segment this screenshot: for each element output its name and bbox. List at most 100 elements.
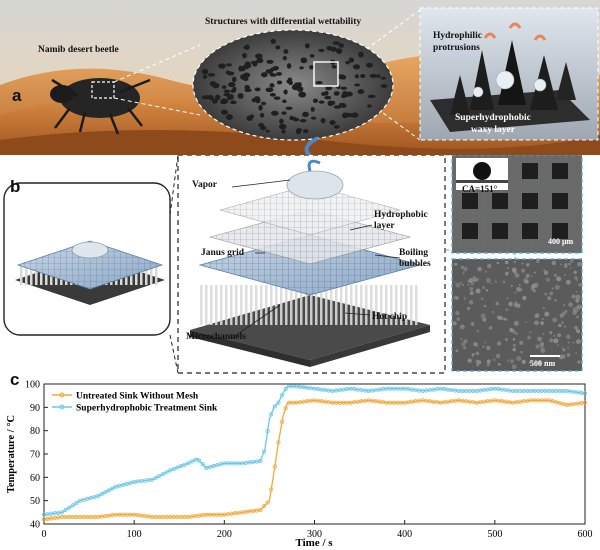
scale-bar-bottom: 500 nm [530, 359, 556, 368]
series-point-1 [124, 481, 130, 486]
series-point-1 [272, 404, 277, 409]
x-tick-label: 500 [487, 529, 502, 540]
series-point-1 [88, 495, 93, 500]
series-point-1 [193, 457, 198, 462]
series-point-0 [554, 400, 559, 405]
series-point-1 [204, 465, 209, 471]
x-tick-label: 200 [217, 529, 232, 540]
series-point-1 [81, 497, 86, 502]
hot-chip-label: Hot chip [372, 312, 408, 322]
series-point-1 [128, 480, 133, 486]
hydrophobic-layer-label: Hydrophobic layer [374, 210, 428, 231]
panel-a: a Structures with differential wettabili… [0, 0, 600, 160]
hydrophilic-label: Hydrophilic protrusions [433, 31, 482, 53]
x-tick-label: 0 [42, 529, 47, 540]
x-axis-label: Time / s [295, 537, 333, 549]
beetle-label: Namib desert beetle [38, 45, 119, 55]
series-point-0 [283, 406, 288, 411]
series-point-0 [265, 500, 270, 505]
x-tick-label: 100 [127, 529, 142, 540]
series-point-1 [215, 463, 220, 468]
series-point-1 [200, 462, 205, 467]
series-point-1 [121, 482, 126, 487]
series-point-1 [279, 393, 285, 398]
series-point-0 [561, 401, 566, 407]
heat-sink-diagram [3, 154, 583, 374]
series-point-1 [99, 492, 104, 497]
panel-b-letter: b [10, 177, 21, 196]
panel-a-letter: a [12, 86, 22, 105]
y-tick-label: 40 [30, 520, 40, 531]
series-point-1 [117, 483, 122, 488]
sem-ellipse [192, 29, 394, 141]
structures-title: Structures with differential wettability [205, 17, 362, 27]
series-line-0 [43, 399, 586, 520]
series-point-1 [189, 459, 194, 464]
series-point-0 [550, 399, 555, 404]
sem-bottom-image [451, 258, 583, 372]
beetle-illustration [50, 78, 151, 135]
series-point-1 [269, 412, 274, 417]
series-point-1 [153, 475, 158, 480]
series-point-0 [557, 401, 562, 406]
x-tick-label: 400 [397, 529, 412, 540]
series-point-1 [178, 464, 184, 469]
janus-grid-label: Janus grid [201, 248, 245, 258]
y-tick-label: 80 [30, 426, 40, 437]
series-point-0 [546, 398, 552, 403]
series-point-1 [171, 466, 176, 472]
x-tick-label: 300 [307, 529, 322, 540]
series-point-1 [110, 486, 115, 491]
series-point-1 [77, 498, 83, 503]
series-point-1 [218, 462, 223, 467]
series-point-1 [186, 461, 191, 466]
series-point-1 [59, 510, 65, 515]
vapor-arrow-icon [307, 159, 321, 172]
series-point-1 [182, 462, 187, 467]
series-point-1 [96, 493, 101, 499]
series-point-1 [164, 470, 169, 475]
series-point-0 [272, 464, 277, 469]
series-point-1 [207, 464, 213, 470]
panel-c-letter: c [10, 370, 20, 389]
series-point-1 [92, 494, 97, 500]
cone-inset [419, 7, 599, 141]
series-point-0 [276, 440, 281, 445]
series-point-1 [582, 391, 588, 396]
series-point-0 [582, 400, 588, 405]
scale-bar-top: 400 μm [548, 237, 574, 246]
legend-label-1: Superhydrophobic Treatment Sink [76, 404, 218, 414]
series-point-1 [157, 473, 162, 479]
legend-label-0: Untreated Sink Without Mesh [76, 392, 199, 402]
series-point-0 [258, 507, 263, 513]
series-point-1 [196, 458, 202, 463]
series-point-0 [269, 487, 274, 492]
series-point-0 [261, 504, 267, 509]
series-point-1 [258, 458, 263, 464]
series-point-1 [150, 477, 155, 482]
y-tick-label: 70 [30, 450, 40, 461]
series-point-1 [63, 507, 68, 513]
microchannels-label: Microchannels [186, 332, 246, 342]
series-point-1 [114, 484, 119, 489]
panel-b: b Vapor Hydrophobic layer Janus grid Boi… [0, 154, 600, 375]
x-tick-label: 600 [578, 529, 593, 540]
hydrophobic-waxy-label: Superhydrophobic waxy layer [455, 113, 531, 135]
series-point-1 [70, 503, 75, 508]
series-point-1 [103, 490, 108, 495]
series-point-1 [160, 471, 166, 477]
legend-marker-0 [59, 392, 65, 398]
series-point-1 [85, 496, 90, 501]
series-point-1 [168, 468, 173, 473]
sem-top-image [451, 154, 583, 254]
y-tick-label: 100 [25, 380, 40, 391]
y-tick-label: 60 [30, 473, 40, 484]
boiling-bubbles-label: Boiling bubbles [399, 248, 431, 269]
series-point-1 [106, 488, 112, 493]
legend-marker-1 [59, 404, 65, 410]
y-axis-label: Temperature / °C [6, 415, 17, 493]
series-point-1 [74, 500, 79, 506]
series-point-1 [211, 464, 216, 469]
series-point-1 [276, 400, 281, 405]
desert-scene [0, 0, 600, 160]
